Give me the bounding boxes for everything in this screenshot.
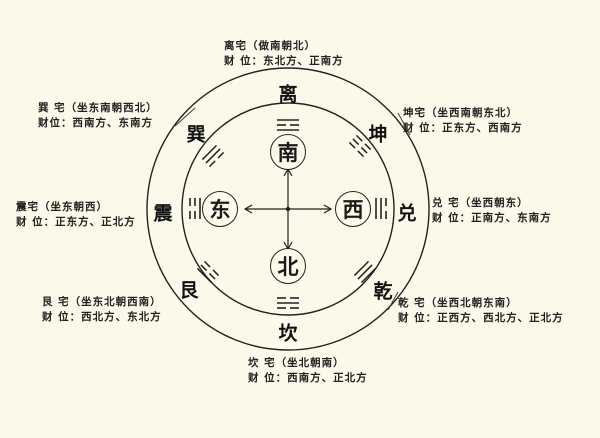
leader-line-xun — [174, 107, 196, 127]
annotation-qian-title: 乾 宅（坐西北朝东南） — [398, 297, 518, 309]
compass-arrows — [243, 167, 333, 251]
trigram-qian-icon — [353, 260, 377, 284]
trigram-name-zhen: 震 — [153, 202, 173, 225]
trigram-kan-icon — [277, 297, 299, 309]
annotation-kun: 坤宅（坐西南朝东北） 财 位：正东方、西南方 — [403, 106, 523, 136]
annotation-gen-title: 艮 宅（坐东北朝西南） — [42, 296, 162, 308]
annotation-zhen: 震宅（坐东朝西） 财 位：正东方、正北方 — [16, 200, 136, 230]
trigram-name-dui: 兑 — [397, 202, 417, 225]
annotation-gen-wealth: 财 位：西北方、东北方 — [42, 311, 162, 323]
trigram-dui-icon — [375, 198, 387, 219]
annotation-kan: 坎 宅（坐北朝南） 财 位：西南方、正北方 — [248, 356, 368, 386]
annotation-zhen-wealth: 财 位：正东方、正北方 — [16, 216, 136, 228]
annotation-gen: 艮 宅（坐东北朝西南） 财 位：西北方、东北方 — [42, 295, 162, 325]
annotation-li-wealth: 财 位：东北方、正南方 — [224, 55, 344, 67]
trigram-kun-icon — [348, 134, 372, 158]
trigram-name-qian: 乾 — [373, 280, 393, 303]
direction-north: 北 — [270, 248, 306, 284]
inner-ring — [181, 102, 395, 316]
direction-east: 东 — [202, 191, 238, 227]
trigram-name-li: 离 — [278, 83, 298, 106]
annotation-xun-wealth: 财位：西南方、东南方 — [38, 117, 153, 129]
center-dot — [285, 206, 291, 212]
annotation-li: 离宅（做南朝北） 财 位：东北方、正南方 — [224, 39, 344, 69]
annotation-dui-title: 兑 宅（坐西朝东） — [432, 197, 529, 209]
annotation-kan-title: 坎 宅（坐北朝南） — [248, 357, 345, 369]
annotation-zhen-title: 震宅（坐东朝西） — [16, 201, 108, 213]
annotation-kun-title: 坤宅（坐西南朝东北） — [403, 107, 518, 119]
annotation-dui-wealth: 财 位：正南方、东南方 — [432, 212, 552, 224]
outer-ring — [146, 67, 430, 351]
trigram-zhen-icon — [189, 198, 201, 219]
annotation-dui: 兑 宅（坐西朝东） 财 位：正南方、东南方 — [432, 196, 552, 226]
annotation-xun: 巽 宅（坐东南朝西北） 财位：西南方、东南方 — [38, 101, 158, 131]
annotation-kun-wealth: 财 位：正东方、西南方 — [403, 122, 523, 134]
trigram-name-kan: 坎 — [278, 322, 298, 345]
trigram-li-icon — [277, 119, 299, 131]
annotation-kan-wealth: 财 位：西南方、正北方 — [248, 372, 368, 384]
direction-south: 南 — [270, 134, 306, 170]
annotation-qian-wealth: 财 位：正西方、西北方、正北方 — [398, 312, 564, 324]
leader-line-kun — [397, 112, 411, 136]
leader-line-qian — [387, 291, 399, 311]
trigram-name-gen: 艮 — [179, 279, 199, 302]
annotation-qian: 乾 宅（坐西北朝东南） 财 位：正西方、西北方、正北方 — [398, 296, 564, 326]
trigram-xun-icon — [201, 144, 225, 168]
direction-west: 西 — [335, 191, 371, 227]
trigram-name-kun: 坤 — [368, 123, 388, 146]
trigram-gen-icon — [196, 260, 220, 284]
annotation-li-title: 离宅（做南朝北） — [224, 40, 316, 52]
annotation-xun-title: 巽 宅（坐东南朝西北） — [38, 102, 158, 114]
trigram-name-xun: 巽 — [186, 123, 206, 146]
